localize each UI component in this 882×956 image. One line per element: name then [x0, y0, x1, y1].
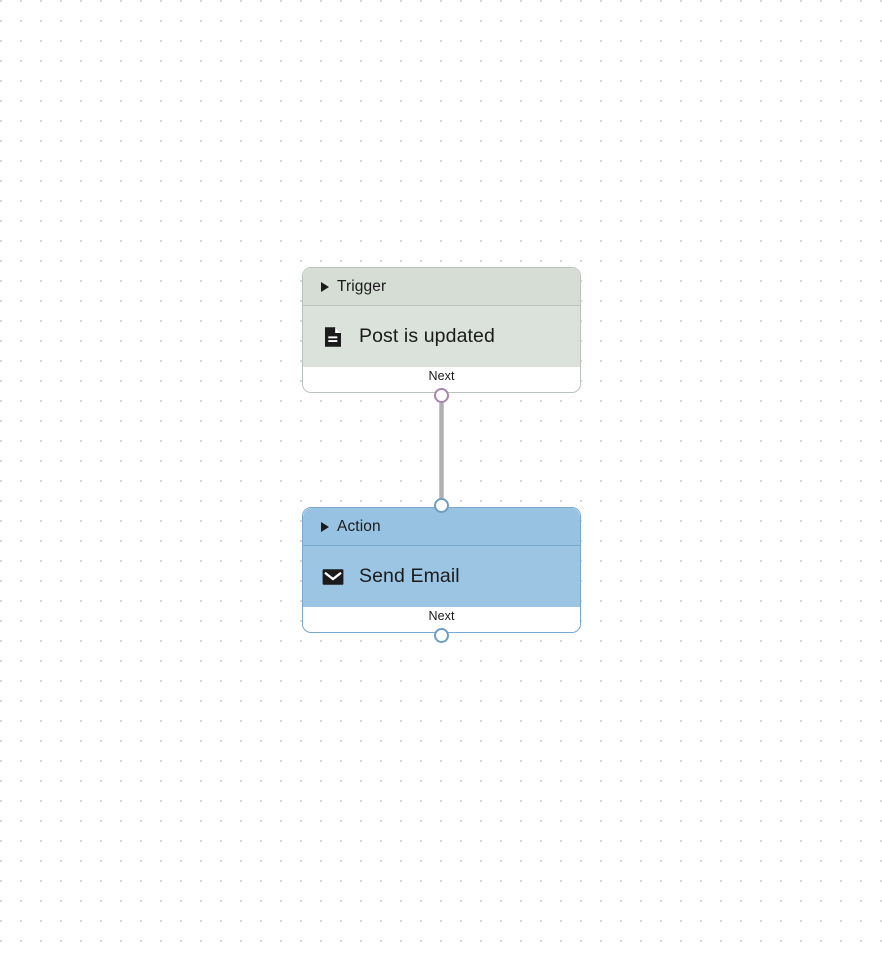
node-action-footer: Next [303, 607, 580, 632]
node-action-next-label: Next [428, 609, 455, 623]
document-icon [325, 326, 341, 347]
node-trigger-body-label: Post is updated [359, 325, 495, 347]
node-trigger[interactable]: Trigger Post is updated Next [302, 267, 581, 393]
node-trigger-next-label: Next [428, 369, 455, 383]
caret-right-icon[interactable] [321, 281, 329, 292]
port-action-input[interactable] [434, 498, 449, 513]
node-action-header-label: Action [337, 517, 381, 535]
node-trigger-body[interactable]: Post is updated [303, 306, 580, 367]
node-trigger-inner: Trigger Post is updated Next [303, 268, 580, 392]
node-trigger-footer: Next [303, 367, 580, 392]
envelope-icon [322, 568, 344, 585]
port-action-output[interactable] [434, 628, 449, 643]
node-trigger-header[interactable]: Trigger [303, 268, 580, 306]
node-trigger-header-label: Trigger [337, 277, 387, 295]
node-action[interactable]: Action Send Email Next [302, 507, 581, 633]
node-action-inner: Action Send Email Next [303, 508, 580, 632]
node-action-header[interactable]: Action [303, 508, 580, 546]
node-action-body[interactable]: Send Email [303, 546, 580, 607]
node-action-body-label: Send Email [359, 565, 460, 587]
port-trigger-output[interactable] [434, 388, 449, 403]
caret-right-icon[interactable] [321, 521, 329, 532]
